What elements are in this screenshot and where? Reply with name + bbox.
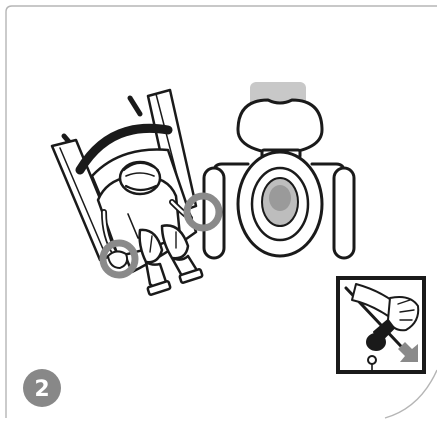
push-handle-right xyxy=(130,98,140,114)
toilet xyxy=(204,82,354,258)
panel-frame-corner xyxy=(385,370,437,418)
step-number: 2 xyxy=(34,377,49,402)
inset-brake-knob xyxy=(367,334,385,350)
hand-left xyxy=(108,251,127,268)
step-badge: 2 xyxy=(23,369,61,407)
grab-bar-right xyxy=(334,168,354,258)
wheelchair-user xyxy=(52,90,203,295)
brake-detail-inset xyxy=(338,278,424,372)
toilet-water xyxy=(269,185,291,211)
inset-pivot xyxy=(368,356,376,364)
toilet-tank xyxy=(238,100,322,154)
